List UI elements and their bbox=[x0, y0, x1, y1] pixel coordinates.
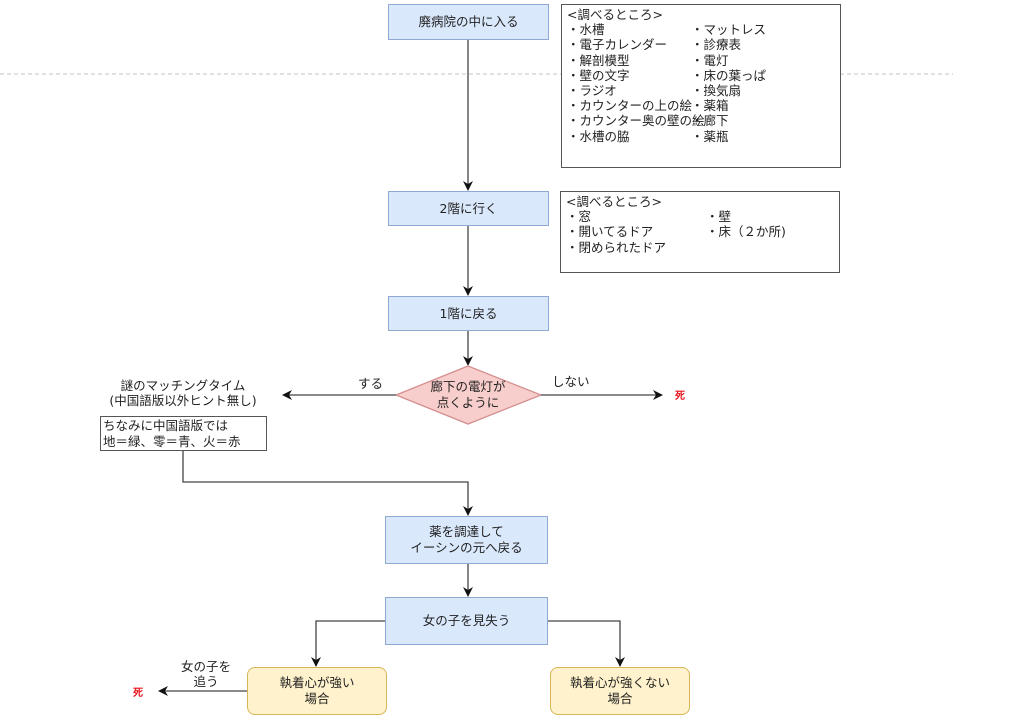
edge-label-chase-girl: 女の子を 追う bbox=[176, 659, 236, 689]
puzzle-title-line-1: 謎のマッチングタイム bbox=[120, 378, 246, 393]
chase-line-2: 追う bbox=[193, 674, 219, 689]
checklist-item: ・壁 bbox=[706, 209, 732, 225]
note-title: <調べるところ> bbox=[567, 7, 663, 22]
edge-label-yes: する bbox=[358, 376, 384, 391]
checklist-item: ・閉められたドア bbox=[566, 239, 667, 255]
node-label-line-2: 場合 bbox=[607, 691, 633, 706]
node-strong-attachment[interactable]: 執着心が強い 場合 bbox=[247, 667, 387, 715]
node-label: 1階に戻る bbox=[439, 305, 498, 321]
node-lose-girl[interactable]: 女の子を見失う bbox=[385, 597, 548, 645]
checklist-item: ・開いてるドア bbox=[566, 224, 654, 240]
puzzle-title-line-2: (中国語版以外ヒント無し) bbox=[109, 393, 257, 408]
puzzle-hint-line-1: ちなみに中国語版では bbox=[103, 418, 229, 433]
chase-line-1: 女の子を bbox=[180, 659, 231, 674]
checklist-row: ・電子カレンダー ・診療表 bbox=[567, 37, 835, 52]
checklist-row: ・開いてるドア ・床（２か所) bbox=[566, 224, 834, 239]
checklist-item: ・窓 bbox=[566, 209, 592, 225]
node-label: 廃病院の中に入る bbox=[418, 14, 519, 29]
edge-label-no: しない bbox=[552, 374, 590, 389]
node-label-line-2: イーシンの元へ戻る bbox=[410, 540, 523, 555]
checklist-item: ・電灯 bbox=[691, 52, 729, 68]
checklist-item: ・床の葉っぱ bbox=[691, 67, 767, 83]
checklist-row: ・閉められたドア bbox=[566, 240, 834, 255]
checklist-row: ・カウンター奥の壁の絵・廊下 bbox=[567, 113, 835, 128]
checklist-row: ・水槽の脇 ・薬瓶 bbox=[567, 129, 835, 144]
node-label: 2階に行く bbox=[439, 200, 498, 216]
checklist-item: ・解剖模型 bbox=[567, 52, 630, 68]
checklist-row: ・壁の文字 ・床の葉っぱ bbox=[567, 68, 835, 83]
node-go-2f[interactable]: 2階に行く bbox=[388, 191, 549, 226]
checklist-row: ・水槽 ・マットレス bbox=[567, 22, 835, 37]
checklist-item: ・床（２か所) bbox=[706, 224, 786, 240]
death-label-chase: 死 bbox=[133, 688, 143, 699]
note-second-floor-checklist: <調べるところ> ・窓 ・壁・開いてるドア ・床（２か所) ・閉められたドア bbox=[560, 191, 840, 273]
note-title: <調べるところ> bbox=[566, 194, 662, 209]
death-label-no: 死 bbox=[675, 391, 685, 402]
checklist-row: ・カウンターの上の絵・薬箱 bbox=[567, 98, 835, 113]
puzzle-hint-line-2: 地＝緑、零＝青、火＝赤 bbox=[103, 434, 241, 449]
decision-line-1: 廊下の電灯が bbox=[430, 379, 506, 394]
checklist-item: ・薬箱 bbox=[691, 98, 729, 114]
edge-lose-to-weak bbox=[548, 620, 625, 667]
puzzle-hint-note: ちなみに中国語版では 地＝緑、零＝青、火＝赤 bbox=[100, 416, 267, 451]
node-label-line-1: 執着心が強い bbox=[279, 675, 355, 690]
checklist-item: ・ラジオ bbox=[567, 83, 617, 99]
node-weak-attachment[interactable]: 執着心が強くない 場合 bbox=[550, 667, 690, 715]
edge-lose-to-strong bbox=[311, 620, 385, 667]
checklist-item: ・水槽 bbox=[567, 22, 605, 38]
checklist-item: ・薬瓶 bbox=[691, 128, 729, 144]
checklist-item: ・壁の文字 bbox=[567, 67, 630, 83]
node-label-line-1: 薬を調達して bbox=[429, 524, 504, 539]
checklist-item: ・換気扇 bbox=[691, 83, 742, 99]
node-enter-hospital[interactable]: 廃病院の中に入る bbox=[388, 4, 549, 40]
decision-diamond bbox=[394, 365, 543, 425]
node-get-medicine[interactable]: 薬を調達して イーシンの元へ戻る bbox=[385, 516, 548, 564]
node-label-line-1: 執着心が強くない bbox=[569, 675, 670, 690]
checklist-item: ・カウンターの上の絵 bbox=[567, 98, 693, 114]
checklist-item: ・マットレス bbox=[691, 22, 767, 38]
decision-label[interactable]: 廊下の電灯が 点くように bbox=[408, 379, 528, 411]
checklist-item: ・水槽の脇 bbox=[567, 128, 630, 144]
puzzle-title: 謎のマッチングタイム (中国語版以外ヒント無し) bbox=[98, 378, 268, 408]
checklist-row: ・ラジオ ・換気扇 bbox=[567, 83, 835, 98]
node-label: 女の子を見失う bbox=[422, 613, 511, 628]
checklist-row: ・窓 ・壁 bbox=[566, 209, 834, 224]
checklist-item: ・診療表 bbox=[691, 37, 742, 53]
decision-line-2: 点くように bbox=[436, 395, 500, 410]
checklist-item: ・電子カレンダー bbox=[567, 37, 668, 53]
checklist-item: ・カウンター奥の壁の絵 bbox=[567, 113, 705, 129]
node-label-line-2: 場合 bbox=[304, 691, 330, 706]
note-first-floor-checklist: <調べるところ> ・水槽・マットレス・電子カレンダー・診療表・解剖模型・電灯・壁… bbox=[561, 4, 841, 168]
node-back-1f[interactable]: 1階に戻る bbox=[388, 296, 549, 331]
edge-puzzle-to-medicine bbox=[182, 451, 473, 516]
checklist-item: ・廊下 bbox=[691, 113, 729, 129]
checklist-row: ・解剖模型 ・電灯 bbox=[567, 53, 835, 68]
